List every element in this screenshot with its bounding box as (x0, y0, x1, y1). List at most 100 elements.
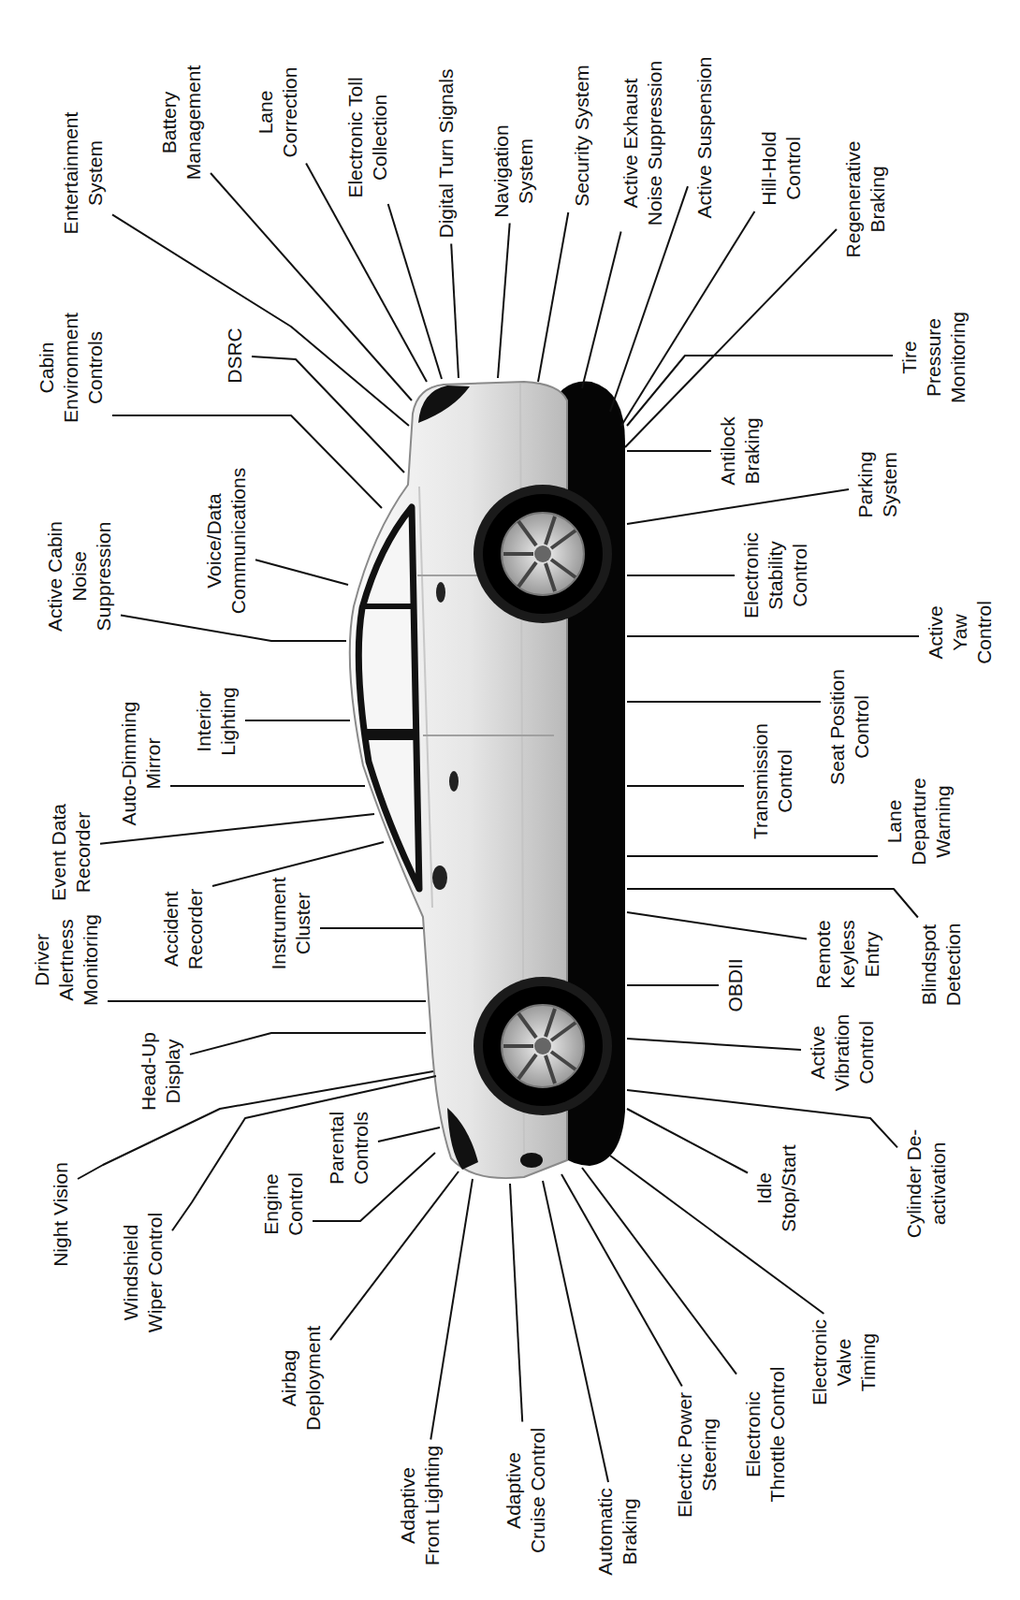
leader-line (626, 785, 744, 787)
wheel-rim (501, 1005, 584, 1088)
callout-label: Adaptive Front Lighting (395, 1444, 445, 1568)
tire (482, 986, 603, 1107)
leader-line (542, 1180, 609, 1483)
leader-line (497, 223, 510, 379)
callout-label: Active Exhaust Noise Suppression (618, 59, 668, 228)
leader-line (255, 559, 349, 585)
leader-line (107, 1000, 426, 1003)
wheel-hub (534, 1037, 552, 1055)
callout-label: Lane Departure Warning (882, 777, 956, 867)
leader-line (621, 211, 755, 426)
callout-label: Interior Lighting (191, 685, 241, 758)
leader-line (626, 700, 821, 703)
callout-label: Lane Correction (253, 66, 303, 160)
leader-line (510, 1183, 523, 1423)
callout-label: Active Suspension (692, 56, 717, 220)
leader-line (120, 615, 347, 642)
callout-label: Digital Turn Signals (434, 68, 459, 240)
leader-line (170, 785, 365, 787)
leader-line (626, 1038, 802, 1050)
door-line (422, 734, 554, 737)
leader-line (212, 842, 384, 887)
callout-label: Active Vibration Control (805, 1013, 879, 1093)
leader-line (378, 1127, 440, 1142)
leader-line (626, 355, 893, 426)
leader-line (626, 489, 849, 525)
callout-label: Security System (569, 63, 595, 208)
leader-line (582, 232, 622, 390)
callout-label: Airbag Deployment (276, 1325, 326, 1432)
callout-label: Parental Controls (324, 1110, 374, 1186)
side-mirror (432, 865, 448, 890)
leader-line (626, 984, 719, 987)
callout-label: Adaptive Cruise Control (501, 1427, 551, 1556)
leader-line (626, 1108, 748, 1174)
callout-label: Head-Up Display (136, 1031, 186, 1113)
wheel-spokes (503, 516, 576, 1084)
leader-line (100, 814, 375, 845)
leader-line (538, 212, 569, 382)
callout-label: Transmission Control (748, 722, 798, 841)
leader-line (626, 635, 919, 638)
headlight (447, 1107, 479, 1170)
wheel-arch (473, 976, 612, 1116)
leader-line (626, 1090, 898, 1148)
tire (482, 494, 603, 614)
side-windows (358, 507, 420, 889)
callout-label: Driver Alertness Monitoring (29, 913, 103, 1007)
leader-line (320, 927, 423, 930)
leader-line (430, 1179, 473, 1441)
leader-line (388, 204, 442, 379)
door-handle (436, 582, 446, 603)
callout-label: Remote Keyless Entry (811, 918, 885, 991)
callout-label: Cylinder De-activation (902, 1128, 951, 1240)
wheel-rim (501, 512, 584, 596)
callout-label: Navigation System (489, 124, 539, 219)
callout-label: Night Vision (48, 1161, 73, 1268)
c-pillar (362, 603, 416, 610)
wheel-arch (473, 484, 612, 624)
door-handle (449, 771, 459, 792)
callout-label: Active Cabin Noise Suppression (43, 521, 117, 633)
callout-label: Tire Pressure Monitoring (897, 310, 971, 405)
wheel-hub (534, 545, 552, 563)
leader-line (251, 356, 405, 473)
callout-label: Instrument Cluster (266, 876, 316, 972)
leader-line (626, 855, 878, 858)
callout-label: Antilock Braking (715, 415, 765, 487)
leader-line (210, 173, 412, 401)
leader-line (189, 1033, 426, 1055)
callout-label: Electronic Valve Timing (807, 1318, 881, 1407)
callout-label: Electric Power Steering (672, 1391, 722, 1520)
callout-label: Battery Management (157, 64, 206, 182)
leader-line (625, 229, 837, 448)
callout-label: Electronic Stability Control (739, 531, 813, 620)
callout-label: Electronic Toll Collection (343, 75, 393, 200)
b-pillar (363, 728, 419, 741)
callout-label: Windshield Wiper Control (118, 1211, 168, 1335)
fog-light (520, 1152, 543, 1168)
leader-line (626, 912, 807, 940)
callout-label: Electronic Throttle Control (741, 1366, 790, 1504)
callout-label: Seat Position Control (825, 668, 875, 787)
taillight (418, 385, 470, 423)
callout-label: Engine Control (259, 1171, 308, 1238)
callout-label: Idle Stop/Start (752, 1144, 802, 1234)
callout-label: Parking System (853, 451, 903, 520)
callout-label: Cabin Environment Controls (34, 311, 108, 424)
callout-label: OBDII (723, 958, 748, 1014)
leader-line (330, 1171, 459, 1341)
leader-line (626, 574, 735, 577)
leader-line (112, 214, 409, 426)
callout-label: Automatic Braking (593, 1487, 642, 1577)
callout-label: Auto-Dimming Mirror (116, 699, 166, 828)
callout-label: Blindspot Detection (917, 922, 966, 1008)
leader-line (451, 244, 459, 379)
leader-line (626, 888, 918, 918)
callout-label: Hill-Hold Control (757, 130, 806, 207)
callout-label: Regenerative Braking (841, 140, 890, 260)
leader-line (245, 719, 350, 722)
callout-label: Active Yaw Control (923, 599, 997, 666)
leader-line (582, 1167, 737, 1375)
